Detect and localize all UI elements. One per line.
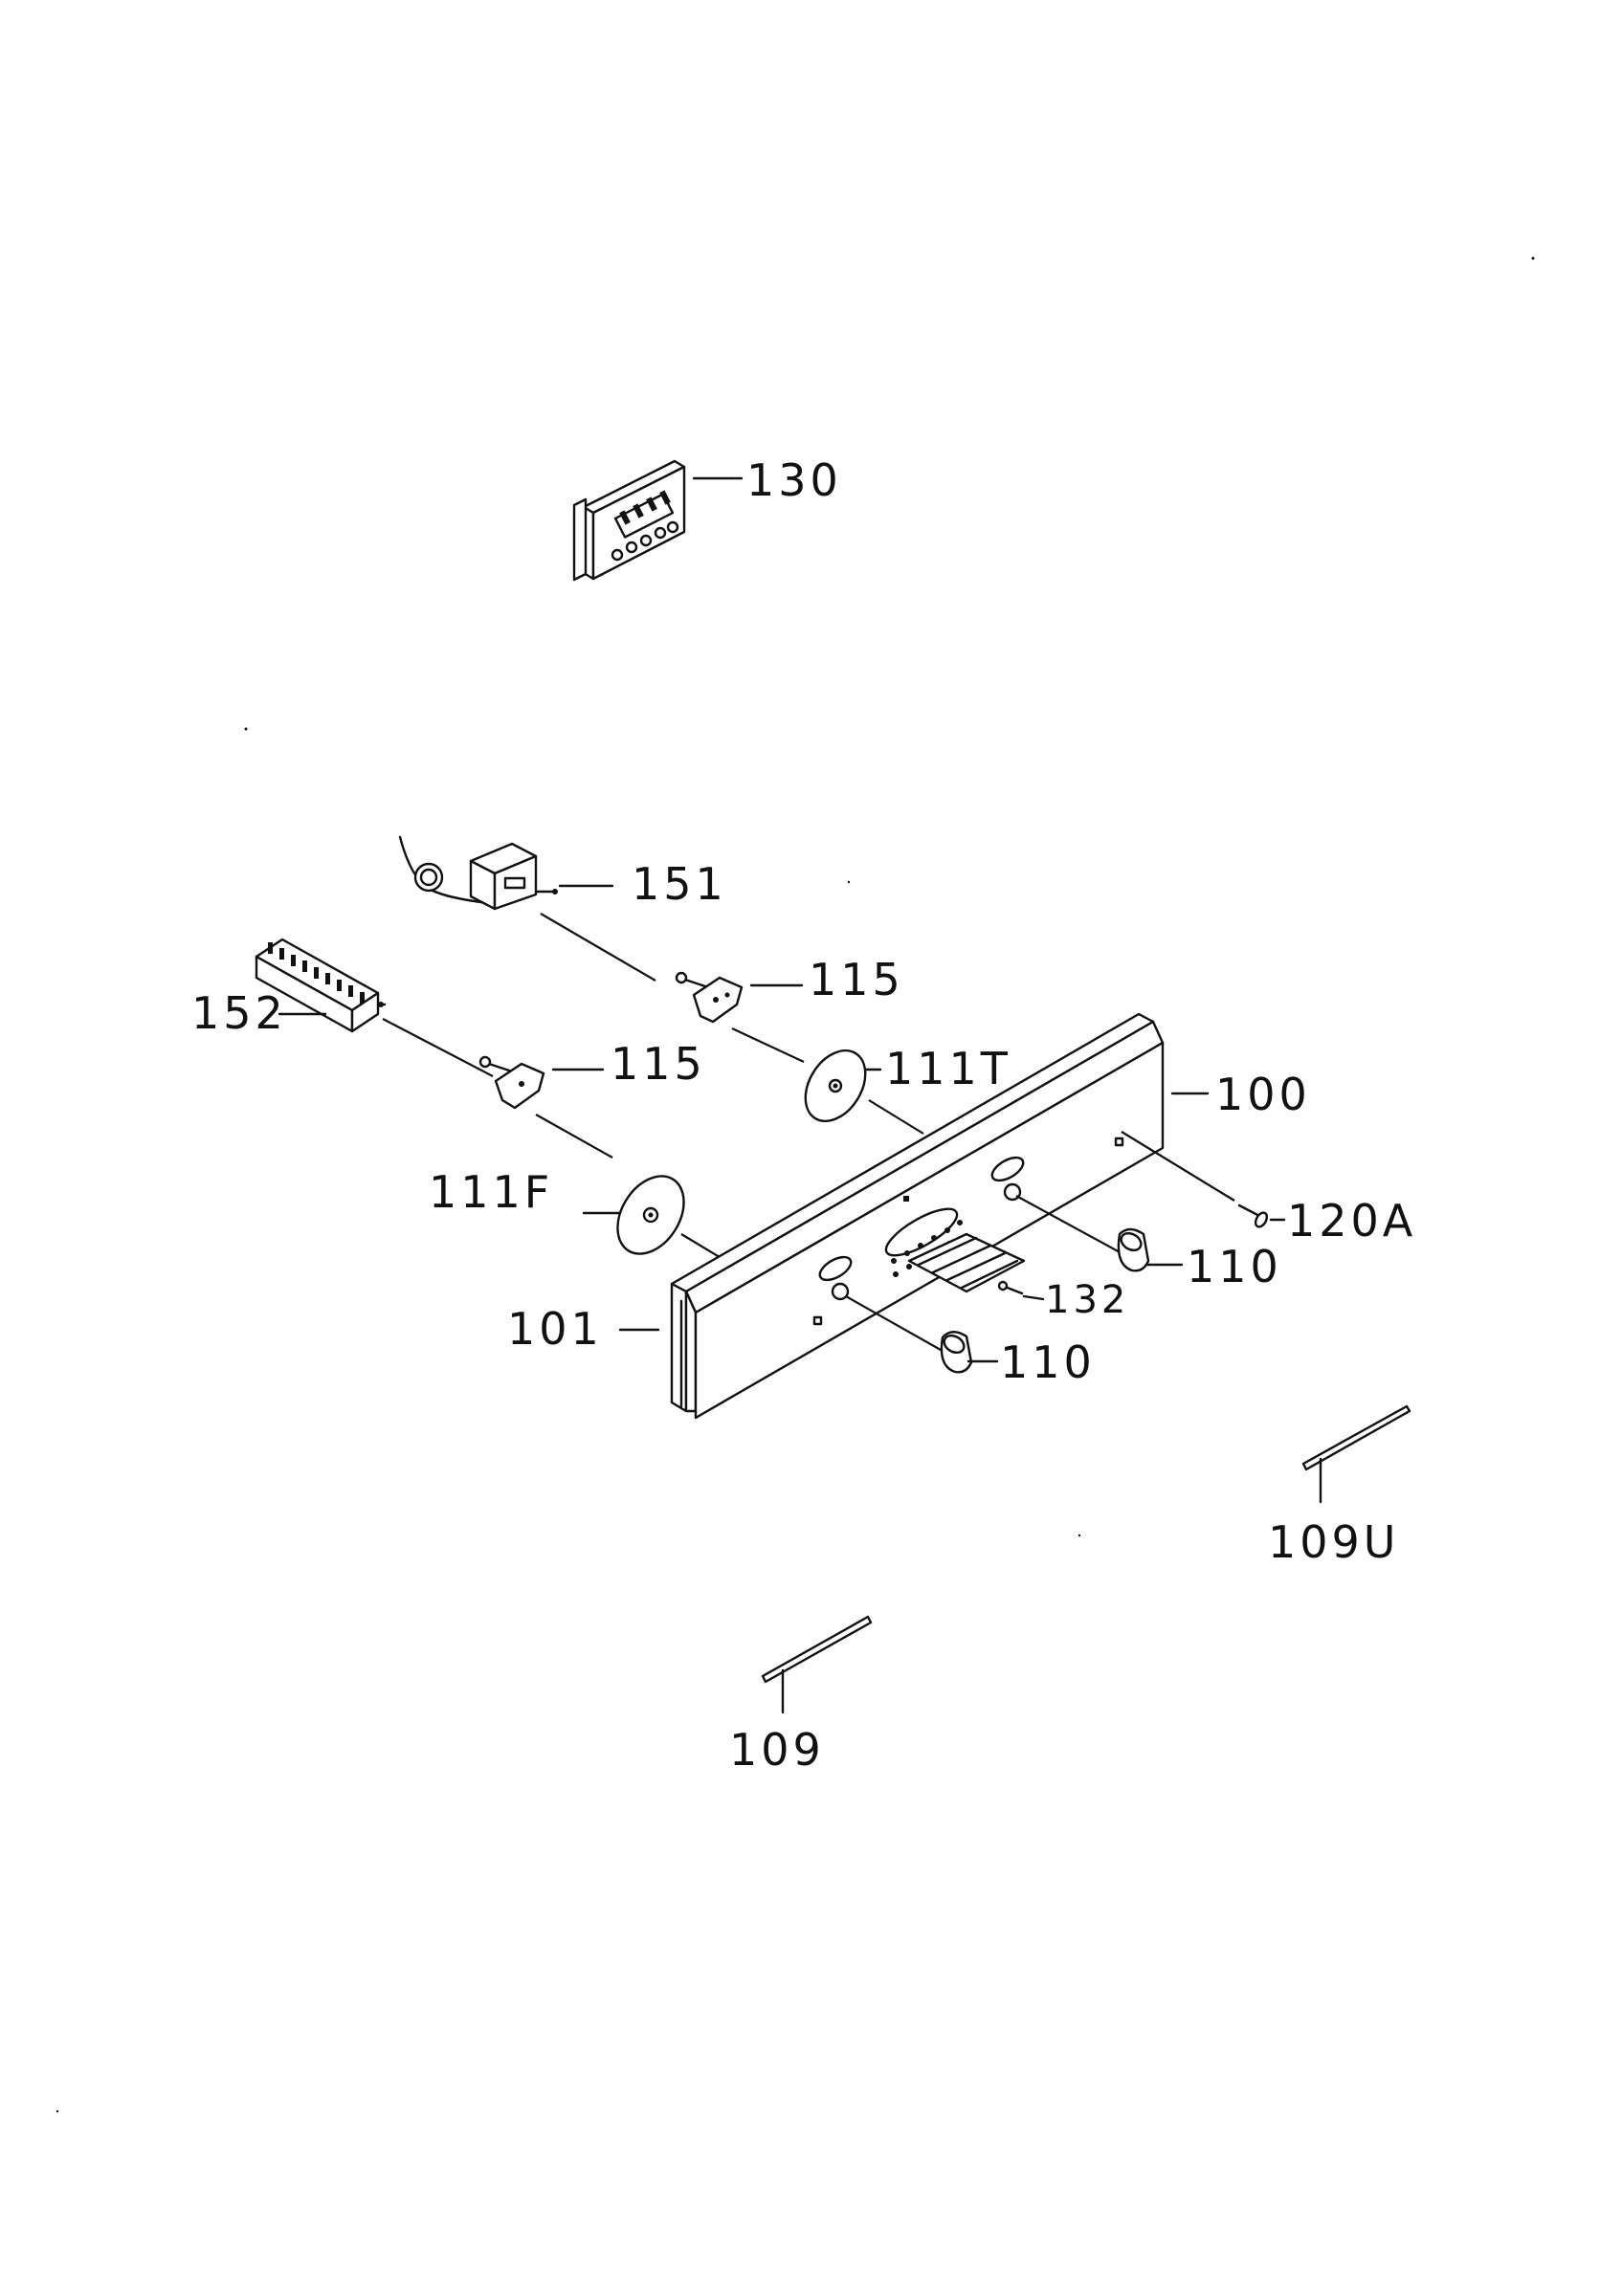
label-110-right: 110	[1187, 1241, 1282, 1292]
dial-disc-111f	[616, 1175, 685, 1255]
label-130: 130	[746, 454, 842, 506]
label-110-left: 110	[1000, 1336, 1096, 1388]
thermostat-151	[398, 835, 558, 911]
screw-132	[997, 1280, 1024, 1295]
screw-120a	[1121, 1131, 1269, 1228]
label-132: 132	[1045, 1278, 1129, 1322]
control-knob-110-left	[845, 1295, 973, 1374]
label-111f: 111F	[429, 1166, 553, 1218]
label-109u: 109U	[1268, 1516, 1399, 1568]
trim-strip-109	[761, 1615, 873, 1714]
label-101: 101	[507, 1303, 603, 1355]
label-115-lower: 115	[611, 1038, 706, 1090]
trim-strip-109u	[1301, 1404, 1411, 1504]
label-152: 152	[191, 987, 287, 1039]
dial-disc-111t	[804, 1049, 867, 1123]
label-120a: 120A	[1287, 1195, 1416, 1247]
timer-module-130	[572, 459, 686, 582]
label-109: 109	[729, 1724, 825, 1776]
label-111t: 111T	[885, 1043, 1011, 1094]
label-115-upper: 115	[809, 954, 904, 1005]
control-knob-110-right	[1015, 1195, 1150, 1272]
control-panel-100	[670, 1012, 1165, 1420]
knob-bracket-115-upper	[675, 971, 744, 1024]
knob-bracket-115-lower	[478, 1055, 545, 1110]
label-151: 151	[632, 858, 727, 910]
label-100: 100	[1215, 1069, 1311, 1120]
switch-block-152	[255, 938, 387, 1033]
